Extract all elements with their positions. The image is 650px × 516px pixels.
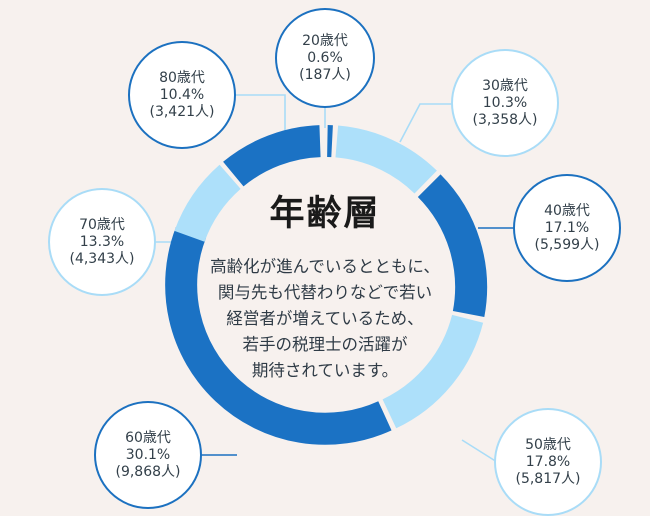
callout-20s: 20歳代 0.6% (187人)	[275, 8, 375, 108]
callout-80s-count: (3,421人)	[149, 104, 214, 121]
callout-70s: 70歳代 13.3% (4,343人)	[48, 188, 156, 296]
callout-20s-count: (187人)	[299, 67, 351, 84]
callout-50s-count: (5,817人)	[515, 471, 580, 488]
callout-60s: 60歳代 30.1% (9,868人)	[94, 401, 202, 509]
donut-slice-60s	[181, 233, 385, 429]
donut-segments	[181, 141, 471, 429]
callout-50s-percent: 17.8%	[526, 454, 570, 471]
callout-50s: 50歳代 17.8% (5,817人)	[494, 408, 602, 516]
callout-80s-percent: 10.4%	[160, 87, 204, 104]
callout-30s-age: 30歳代	[482, 78, 528, 95]
callout-60s-count: (9,868人)	[115, 464, 180, 481]
callout-40s-count: (5,599人)	[534, 237, 599, 254]
callout-60s-percent: 30.1%	[126, 447, 170, 464]
callout-60s-age: 60歳代	[125, 430, 171, 447]
callout-70s-age: 70歳代	[79, 217, 125, 234]
donut-slice-40s	[429, 186, 471, 314]
donut-slice-70s	[190, 177, 231, 237]
callout-40s-age: 40歳代	[544, 203, 590, 220]
donut-slice-80s	[233, 141, 320, 174]
callout-20s-age: 20歳代	[302, 33, 348, 50]
connector-line-50s	[462, 440, 497, 462]
donut-ring	[181, 141, 471, 429]
callout-30s-count: (3,358人)	[472, 112, 537, 129]
callout-50s-age: 50歳代	[525, 437, 571, 454]
callout-40s: 40歳代 17.1% (5,599人)	[513, 174, 621, 282]
callout-30s: 30歳代 10.3% (3,358人)	[451, 49, 559, 157]
callout-70s-percent: 13.3%	[80, 234, 124, 251]
callout-80s-age: 80歳代	[159, 70, 205, 87]
donut-slice-50s	[389, 319, 467, 414]
callout-20s-percent: 0.6%	[307, 50, 343, 67]
callout-30s-percent: 10.3%	[483, 95, 527, 112]
callout-80s: 80歳代 10.4% (3,421人)	[128, 41, 236, 149]
callout-70s-count: (4,343人)	[69, 251, 134, 268]
callout-40s-percent: 17.1%	[545, 220, 589, 237]
donut-slice-30s	[337, 141, 426, 182]
